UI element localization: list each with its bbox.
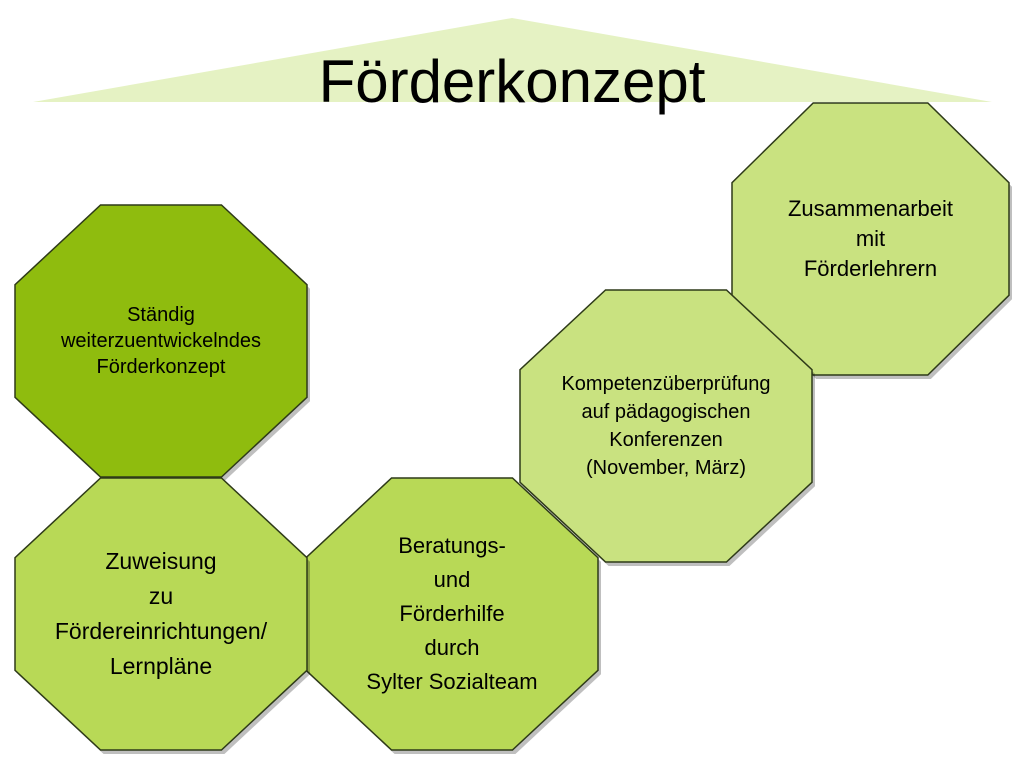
octagon-label-staendig: Ständig weiterzuentwickelndes Förderkonz… [60, 304, 262, 378]
octagon-staendig [14, 204, 308, 478]
roof-shape [33, 18, 992, 102]
page-title: Förderkonzept [318, 48, 706, 115]
octagon-zuweisung [14, 477, 308, 751]
octagon-label-kompetenz: Kompetenzüberprüfung auf pädagogischen K… [561, 373, 771, 479]
octagon-label-beratung: Beratungs- und Förderhilfe durch Sylter … [366, 533, 538, 694]
roof-polygon [33, 18, 992, 102]
octagon-label-zuweisung: Zuweisung zu Fördereinrichtungen/ Lernpl… [54, 548, 268, 679]
octagon-kompetenz [519, 289, 813, 563]
octagon-zusammenarbeit [731, 102, 1010, 376]
octagon-label-zusammenarbeit: Zusammenarbeit mit Förderlehrern [787, 196, 954, 281]
